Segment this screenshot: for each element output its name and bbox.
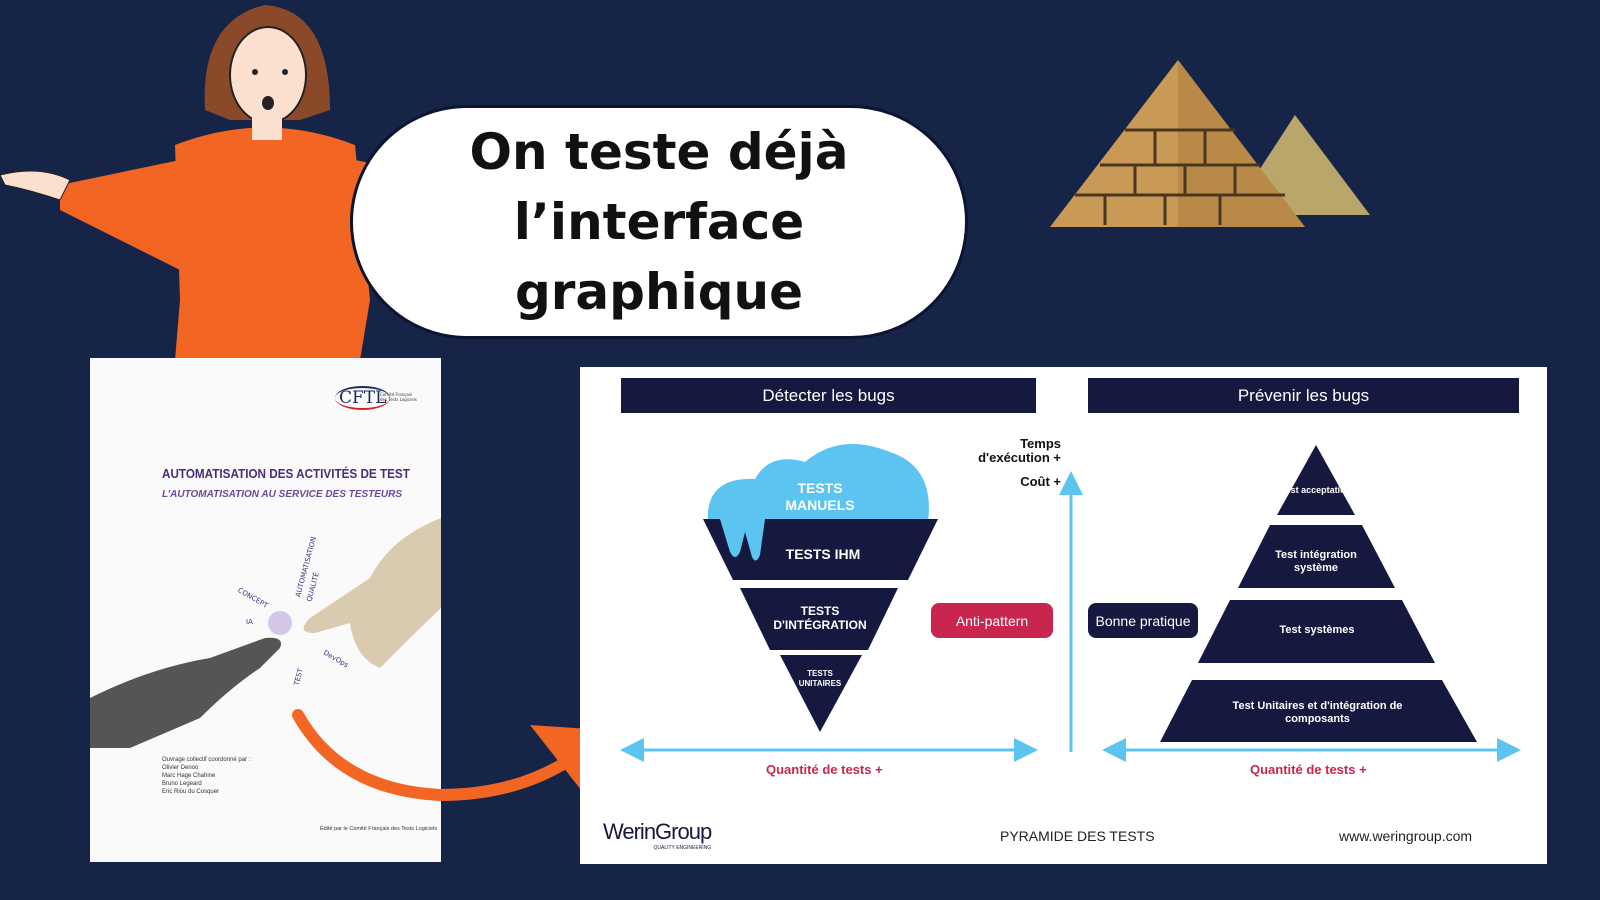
test-pyramid-slide: Détecter les bugs Prévenir les bugs TEST… xyxy=(580,367,1547,864)
label-tests-integration: TESTS D'INTÉGRATION xyxy=(773,604,867,632)
label-cout: Coût + xyxy=(1020,474,1061,489)
footer-url[interactable]: www.weringroup.com xyxy=(1339,828,1473,844)
speech-bubble: On teste déjà l’interface graphique xyxy=(350,105,968,339)
label-test-systemes: Test systèmes xyxy=(1279,624,1355,636)
label-test-acceptation: Test acceptation xyxy=(1280,485,1352,495)
author: Marc Hage Chahine xyxy=(162,773,216,779)
label-tests-ihm: TESTS IHM xyxy=(785,546,861,562)
book-cover: CFTL Comité Français des Tests Logiciels… xyxy=(90,358,441,862)
diagram-shapes xyxy=(620,444,1521,762)
good-practice-badge: Bonne pratique xyxy=(1088,603,1198,638)
cloud-shape xyxy=(707,444,929,522)
tier-unitaires xyxy=(780,655,862,732)
quantity-label-right: Quantité de tests + xyxy=(1250,762,1367,777)
quantity-label-left: Quantité de tests + xyxy=(766,762,883,777)
cftl-logo: CFTL xyxy=(335,386,391,410)
logo-text: WerinGroup xyxy=(603,819,712,844)
tier-systemes xyxy=(1198,600,1435,663)
label-temps-execution: Temps d'exécution + xyxy=(978,436,1061,465)
label-test-integration-systeme: Test intégration système xyxy=(1275,549,1357,574)
footer-title: PYRAMIDE DES TESTS xyxy=(1000,828,1155,844)
author: Eric Riou du Cosquer xyxy=(162,789,220,795)
book-title: AUTOMATISATION DES ACTIVITÉS DE TEST xyxy=(162,466,410,481)
tier-integration-systeme xyxy=(1238,525,1395,588)
anti-pattern-badge: Anti-pattern xyxy=(931,603,1053,638)
curved-arrow-icon xyxy=(292,709,605,802)
left-header: Détecter les bugs xyxy=(621,378,1036,413)
author: Bruno Legeard xyxy=(162,781,202,787)
weringroup-logo: WerinGroup QUALITY ENGINEERING xyxy=(603,819,712,851)
authors-heading: Ouvrage collectif coordonné par : xyxy=(162,757,251,763)
tier-integration xyxy=(740,588,898,650)
logo-tagline: QUALITY ENGINEERING xyxy=(653,845,712,851)
right-header: Prévenir les bugs xyxy=(1088,378,1519,413)
label-tests-unitaires: TESTS UNITAIRES xyxy=(798,669,842,688)
label-tests-manuels: TESTS MANUELS xyxy=(785,480,855,513)
book-authors: Ouvrage collectif coordonné par : Olivie… xyxy=(162,756,250,796)
keyword-ia: IA xyxy=(246,618,253,626)
tier-acceptation xyxy=(1277,445,1355,515)
author: Olivier Denoo xyxy=(162,765,199,771)
book-publisher: Édité par le Comité Français des Tests L… xyxy=(320,826,437,832)
label-test-unitaires-composants: Test Unitaires et d'intégration de compo… xyxy=(1232,700,1403,725)
hands-illustration xyxy=(90,518,441,748)
pyramids-illustration xyxy=(1050,60,1370,227)
tier-unitaires-composants xyxy=(1160,680,1477,742)
cftl-caption: Comité Français des Tests Logiciels xyxy=(380,392,417,402)
speech-bubble-text: On teste déjà l’interface graphique xyxy=(469,123,849,321)
book-subtitle: L’AUTOMATISATION AU SERVICE DES TESTEURS xyxy=(162,489,403,500)
